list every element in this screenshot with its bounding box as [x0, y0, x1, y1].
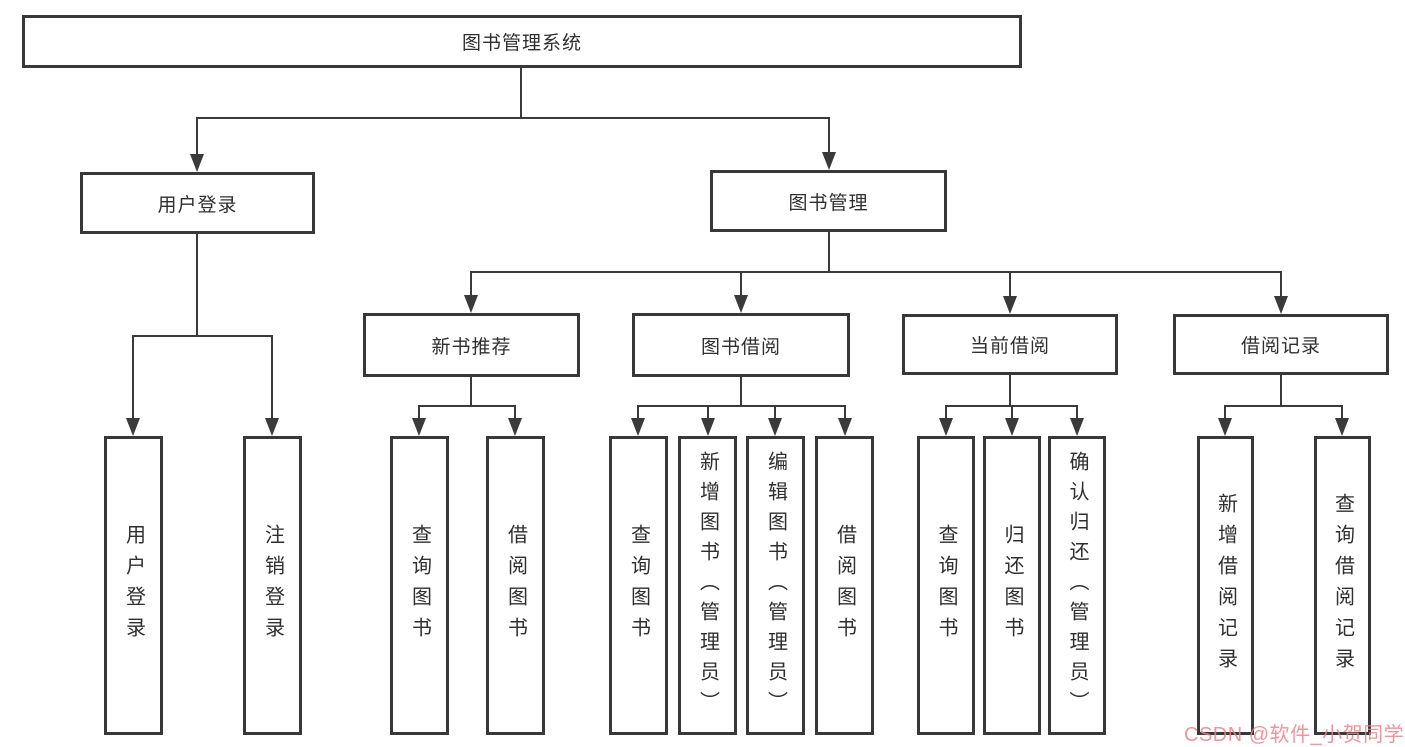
- arrow-down-icon: [126, 418, 140, 436]
- connector-records-rail: [1224, 405, 1343, 407]
- leaf-newbooks-query-label: 查询图书: [408, 523, 431, 648]
- arrow-down-icon: [838, 418, 852, 436]
- connector-to-leaf: [514, 405, 516, 421]
- leaf-user-login: 用户登录: [104, 436, 163, 735]
- node-new-book-recommend: 新书推荐: [363, 313, 580, 377]
- leaf-record-add: 新增借阅记录: [1197, 436, 1254, 735]
- arrow-down-icon: [1335, 418, 1349, 436]
- arrow-down-icon: [412, 418, 426, 436]
- connector-book-mgmt-rail: [470, 271, 1282, 273]
- connector-borrow-stem: [740, 377, 742, 407]
- leaf-borrow-query-label: 查询图书: [627, 523, 650, 648]
- arrow-down-icon: [1005, 418, 1019, 436]
- connector-to-leaf: [774, 405, 776, 421]
- connector-recommend-stem: [470, 377, 472, 407]
- node-borrow-records: 借阅记录: [1173, 314, 1389, 375]
- arrow-down-icon: [701, 418, 715, 436]
- connector-borrow-rail: [637, 405, 846, 407]
- leaf-record-query: 查询借阅记录: [1314, 436, 1371, 735]
- connector-to-leaf-logout: [271, 335, 273, 421]
- leaf-current-return: 归还图书: [983, 436, 1041, 735]
- leaf-current-query-label: 查询图书: [935, 523, 957, 648]
- leaf-newbooks-borrow-label: 借阅图书: [504, 523, 527, 648]
- leaf-newbooks-borrow: 借阅图书: [486, 436, 545, 735]
- connector-to-leaf: [1224, 405, 1226, 421]
- node-current-borrow: 当前借阅: [902, 314, 1118, 375]
- connector-current-stem: [1009, 375, 1011, 407]
- connector-root-stem: [520, 68, 522, 119]
- arrow-down-icon: [1274, 296, 1288, 314]
- node-book-management: 图书管理: [710, 170, 947, 232]
- connector-to-leaf-user-login: [132, 335, 134, 421]
- connector-to-leaf: [707, 405, 709, 421]
- connector-to-current-borrow: [1009, 271, 1011, 299]
- node-book-borrow: 图书借阅: [632, 313, 850, 377]
- connector-root-rail: [196, 117, 830, 119]
- leaf-borrow-book-label: 借阅图书: [833, 523, 856, 648]
- node-root-label: 图书管理系统: [461, 33, 582, 54]
- leaf-borrow-book: 借阅图书: [815, 436, 874, 735]
- connector-to-new-book-recommend: [470, 271, 472, 299]
- leaf-record-query-label: 查询借阅记录: [1331, 492, 1354, 679]
- node-user-login: 用户登录: [80, 172, 315, 234]
- connector-to-borrow-records: [1280, 271, 1282, 299]
- connector-to-book-management: [828, 117, 830, 157]
- leaf-newbooks-query: 查询图书: [390, 436, 449, 735]
- connector-to-book-borrow: [740, 271, 742, 299]
- arrow-down-icon: [631, 418, 645, 436]
- csdn-watermark: CSDN @软件_小贺同学: [1184, 724, 1405, 746]
- node-root: 图书管理系统: [22, 15, 1022, 68]
- connector-to-leaf: [1011, 405, 1013, 421]
- arrow-down-icon: [1070, 418, 1084, 436]
- arrow-down-icon: [265, 418, 279, 436]
- arrow-down-icon: [190, 154, 204, 172]
- connector-records-stem: [1280, 375, 1282, 407]
- arrow-down-icon: [508, 418, 522, 436]
- connector-to-leaf: [1341, 405, 1343, 421]
- node-current-borrow-label: 当前借阅: [969, 336, 1050, 357]
- leaf-current-return-label: 归还图书: [1001, 523, 1023, 648]
- connector-to-user-login: [196, 117, 198, 157]
- leaf-borrow-query: 查询图书: [609, 436, 668, 735]
- connector-to-leaf: [1076, 405, 1078, 421]
- node-borrow-records-label: 借阅记录: [1240, 336, 1321, 357]
- leaf-current-confirm-admin-label: 确认归还（管理员）: [1066, 450, 1088, 721]
- node-new-book-recommend-label: 新书推荐: [431, 336, 512, 358]
- arrow-down-icon: [734, 295, 748, 313]
- node-book-management-label: 图书管理: [788, 192, 869, 214]
- arrow-down-icon: [768, 418, 782, 436]
- connector-to-leaf: [637, 405, 639, 421]
- connector-user-login-rail: [132, 335, 273, 337]
- connector-user-login-stem: [196, 234, 198, 337]
- node-book-borrow-label: 图书借阅: [700, 336, 781, 358]
- arrow-down-icon: [939, 418, 953, 436]
- connector-book-mgmt-stem: [828, 232, 830, 273]
- leaf-record-add-label: 新增借阅记录: [1214, 492, 1237, 679]
- leaf-borrow-add-admin-label: 新增图书（管理员）: [696, 450, 719, 721]
- arrow-down-icon: [822, 152, 836, 170]
- connector-to-leaf: [844, 405, 846, 421]
- node-user-login-label: 用户登录: [157, 194, 238, 216]
- leaf-borrow-edit-admin: 编辑图书（管理员）: [746, 436, 805, 735]
- connector-to-leaf: [945, 405, 947, 421]
- connector-to-leaf: [418, 405, 420, 421]
- connector-recommend-rail: [418, 405, 516, 407]
- leaf-borrow-add-admin: 新增图书（管理员）: [678, 436, 737, 735]
- leaf-current-confirm-admin: 确认归还（管理员）: [1048, 436, 1106, 735]
- arrow-down-icon: [1218, 418, 1232, 436]
- leaf-logout: 注销登录: [243, 436, 302, 735]
- leaf-current-query: 查询图书: [917, 436, 975, 735]
- leaf-user-login-label: 用户登录: [122, 523, 145, 648]
- leaf-logout-label: 注销登录: [261, 523, 284, 648]
- leaf-borrow-edit-admin-label: 编辑图书（管理员）: [764, 450, 787, 721]
- arrow-down-icon: [464, 295, 478, 313]
- arrow-down-icon: [1003, 296, 1017, 314]
